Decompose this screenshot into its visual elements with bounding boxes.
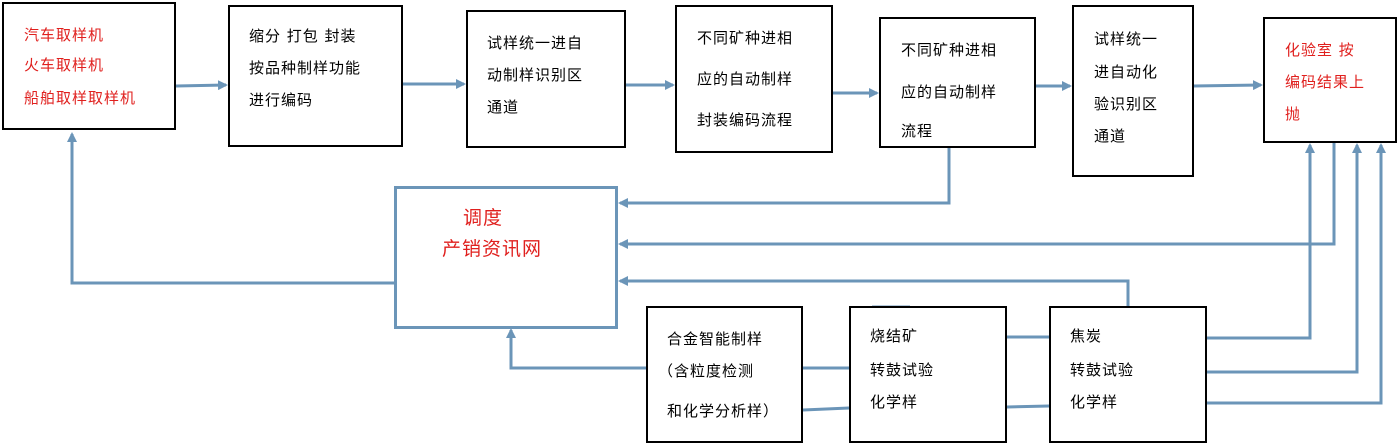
node-auto-seal-flow-line-3: 封装编码流程 xyxy=(697,111,794,129)
node-coke-line-1: 焦炭 xyxy=(1070,327,1103,345)
node-samplers-line-3: 船舶取样取样机 xyxy=(24,89,137,107)
node-auto-seal-flow: 不同矿种进相 应的自动制样 封装编码流程 xyxy=(675,5,833,153)
node-uniform-auto-line-1: 试样统一进自 xyxy=(487,34,584,52)
node-uniform-lab-line-1: 试样统一 xyxy=(1094,30,1159,48)
node-alloy-line-2: （含粒度检测 xyxy=(658,362,755,380)
node-uniform-auto-line-2: 动制样识别区 xyxy=(487,66,584,84)
node-lab: 化验室 按 编码结果上 抛 xyxy=(1263,17,1397,143)
node-uniform-lab: 试样统一 进自动化 验识别区 通道 xyxy=(1072,5,1194,177)
node-alloy-line-3: 和化学分析样） xyxy=(667,402,780,420)
edge-alloy-sinter-2 xyxy=(802,406,850,412)
node-sinter-line-2: 转鼓试验 xyxy=(870,361,935,379)
edge-coke-to-lab-1 xyxy=(1206,143,1315,340)
node-coke-line-3: 化学样 xyxy=(1070,393,1119,411)
node-uniform-auto-line-3: 通道 xyxy=(487,98,520,116)
node-sinter: 烧结矿 转鼓试验 化学样 xyxy=(849,306,1007,443)
edge-lab-to-dispatch xyxy=(618,143,1336,249)
node-alloy: 合金智能制样 （含粒度检测 和化学分析样） xyxy=(646,306,803,443)
node-split-pack-line-2: 按品种制样功能 xyxy=(249,59,362,77)
node-split-pack-line-3: 进行编码 xyxy=(249,91,314,109)
node-dispatch-line-2: 产销资讯网 xyxy=(442,238,543,260)
node-dispatch-line-1: 调度 xyxy=(463,207,504,229)
node-alloy-line-1: 合金智能制样 xyxy=(667,330,764,348)
node-auto-flow: 不同矿种进相 应的自动制样 流程 xyxy=(879,17,1036,148)
edge-coke-to-lab-3 xyxy=(1206,143,1386,405)
edge-coke-to-lab-2 xyxy=(1206,143,1362,374)
node-uniform-lab-line-4: 通道 xyxy=(1094,127,1127,145)
edge-coke-to-dispatch xyxy=(618,276,1130,306)
node-auto-flow-line-2: 应的自动制样 xyxy=(901,83,998,101)
edge-dispatch-to-samplers xyxy=(67,132,394,285)
node-dispatch: 调度 产销资讯网 xyxy=(394,186,618,329)
node-split-pack-line-1: 缩分 打包 封装 xyxy=(249,27,357,45)
node-coke: 焦炭 转鼓试验 化学样 xyxy=(1049,306,1207,443)
node-coke-line-2: 转鼓试验 xyxy=(1070,361,1135,379)
node-lab-line-3: 抛 xyxy=(1285,105,1302,123)
edge-sinter-coke-2 xyxy=(1006,404,1050,409)
node-split-pack: 缩分 打包 封装 按品种制样功能 进行编码 xyxy=(228,5,403,147)
edge-autoflow-to-dispatch xyxy=(618,147,951,208)
node-lab-line-2: 编码结果上 xyxy=(1285,73,1366,91)
node-auto-seal-flow-line-2: 应的自动制样 xyxy=(697,70,794,88)
node-auto-flow-line-3: 流程 xyxy=(901,122,934,140)
node-lab-line-1: 化验室 按 xyxy=(1285,41,1355,59)
node-sinter-line-1: 烧结矿 xyxy=(870,327,919,345)
edge-samplers-to-split xyxy=(175,80,228,91)
edge-alloy-to-dispatch xyxy=(506,328,646,370)
edge-uniformlab-to-lab xyxy=(1192,80,1263,91)
node-sinter-line-3: 化学样 xyxy=(870,393,919,411)
node-auto-seal-flow-line-1: 不同矿种进相 xyxy=(697,29,794,47)
node-uniform-lab-line-2: 进自动化 xyxy=(1094,63,1159,81)
node-uniform-auto: 试样统一进自 动制样识别区 通道 xyxy=(466,10,626,148)
node-uniform-lab-line-3: 验识别区 xyxy=(1094,95,1159,113)
node-auto-flow-line-1: 不同矿种进相 xyxy=(901,41,998,59)
node-samplers: 汽车取样机 火车取样机 船舶取样取样机 xyxy=(2,2,176,130)
node-samplers-line-1: 汽车取样机 xyxy=(24,26,105,44)
node-samplers-line-2: 火车取样机 xyxy=(24,56,105,74)
